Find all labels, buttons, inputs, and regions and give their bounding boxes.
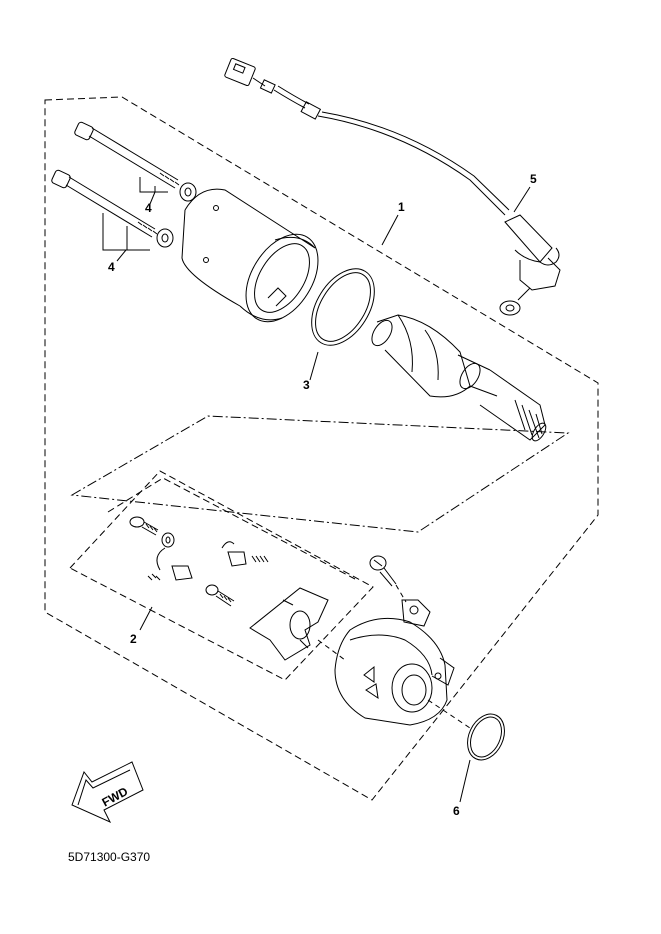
brush-holder-group-outline xyxy=(69,470,374,681)
o-ring-small xyxy=(467,713,505,761)
callout-1: 1 xyxy=(398,200,405,214)
end-cover-screw xyxy=(369,555,397,587)
yoke-housing xyxy=(181,188,319,323)
callout-3: 3 xyxy=(303,378,310,392)
end-cover xyxy=(334,599,455,726)
leader-2 xyxy=(139,606,153,631)
callout-2: 2 xyxy=(130,632,137,646)
leader-3 xyxy=(309,351,319,381)
brush-and-spring xyxy=(221,541,269,567)
long-bolt-lower xyxy=(51,169,174,248)
armature xyxy=(371,314,547,442)
armature-group-outline xyxy=(70,415,570,533)
callout-6: 6 xyxy=(453,804,460,818)
brush-with-lead xyxy=(147,547,193,581)
brush-holder-group-outline-inner xyxy=(107,477,356,580)
assembly-1-outline xyxy=(44,96,599,801)
callout-5: 5 xyxy=(530,172,537,186)
leader-screw-to-cover xyxy=(395,584,407,603)
leader-6 xyxy=(459,759,471,803)
fwd-label: FWD xyxy=(100,784,131,809)
fwd-arrow xyxy=(71,761,144,824)
leader-5 xyxy=(513,186,531,213)
leader-end-cover-center xyxy=(427,699,471,729)
long-bolt-upper xyxy=(74,121,197,202)
leader-4-upper xyxy=(139,177,168,205)
brush-plate xyxy=(249,587,329,661)
drawing-code: 5D71300-G370 xyxy=(68,850,151,864)
callout-4-lower: 4 xyxy=(108,260,115,274)
leader-brush-to-cover xyxy=(317,639,346,661)
lead-terminal xyxy=(499,214,561,316)
leader-1 xyxy=(381,214,399,246)
brush-holder-screw xyxy=(205,584,235,607)
brush-screw xyxy=(129,516,159,536)
leader-4-lower xyxy=(102,213,150,262)
lead-wire xyxy=(224,57,510,216)
brush-washer xyxy=(161,532,175,548)
callout-4-upper: 4 xyxy=(145,201,152,215)
o-ring-large xyxy=(311,268,375,346)
